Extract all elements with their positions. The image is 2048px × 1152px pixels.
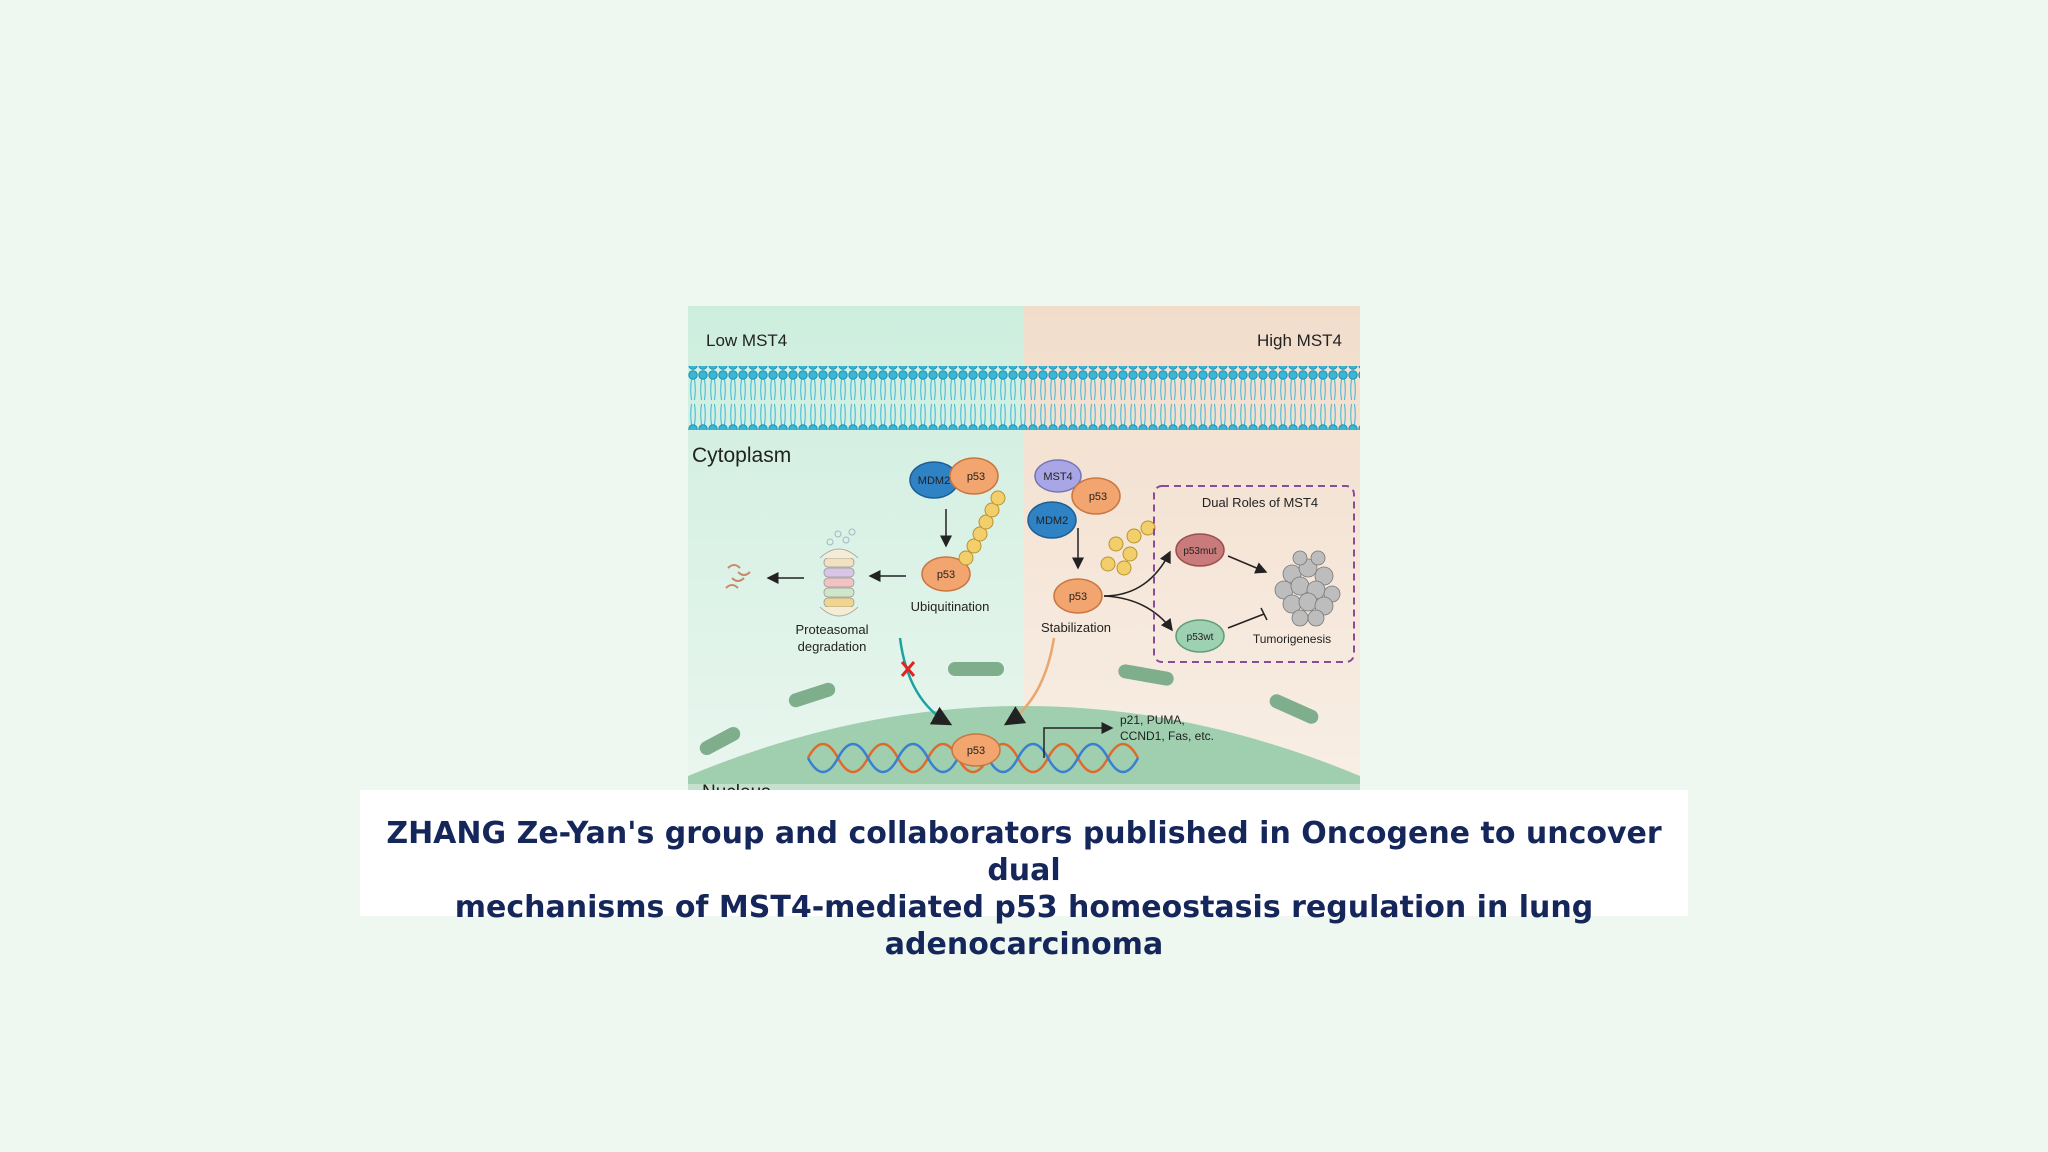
p53-wildtype: p53wt xyxy=(1175,619,1225,653)
caption-line-1: ZHANG Ze-Yan's group and collaborators p… xyxy=(386,816,1662,888)
tumorigenesis-label: Tumorigenesis xyxy=(1253,632,1331,646)
promotes-arrow xyxy=(1227,555,1268,574)
transcription-arrow xyxy=(1043,722,1114,758)
free-ub-cluster xyxy=(1100,520,1156,576)
p53-label-left-top: p53 xyxy=(967,471,985,483)
mst4-label: MST4 xyxy=(1043,471,1072,483)
block-x-icon xyxy=(900,661,916,677)
proteasomal-label: Proteasomal xyxy=(796,622,869,637)
mdm2-label-right: MDM2 xyxy=(1036,515,1068,527)
caption-line-2: mechanisms of MST4-mediated p53 homeosta… xyxy=(454,890,1594,962)
ubiquitination-label: Ubiquitination xyxy=(911,599,990,614)
blocked-translocation-arrow xyxy=(898,637,953,726)
dual-roles-box xyxy=(1153,485,1355,663)
arrow-to-p53mut xyxy=(1103,550,1171,597)
proteasome xyxy=(819,548,859,617)
degradation-label: degradation xyxy=(798,639,867,654)
p53mut-label: p53mut xyxy=(1183,546,1217,557)
translocation-arrow xyxy=(1003,637,1056,726)
target-genes-line2: CCND1, Fas, etc. xyxy=(1120,729,1214,743)
nucleus xyxy=(688,706,1360,802)
p53-label-stabilized: p53 xyxy=(1069,591,1087,603)
p53-mutant: p53mut xyxy=(1175,533,1225,567)
nuclear-p53: p53 xyxy=(951,733,1001,767)
p53-label-nuclear: p53 xyxy=(967,745,985,757)
mdm2-label-left: MDM2 xyxy=(918,475,950,487)
pathway-diagram: Low MST4 High MST4 Cytoplasm Nucleus MDM… xyxy=(688,306,1360,802)
tumor-cluster xyxy=(1274,550,1341,627)
stabilized-p53: p53 xyxy=(1053,578,1103,614)
panel-label-low: Low MST4 xyxy=(706,331,787,350)
pathway-figure: Low MST4 High MST4 Cytoplasm Nucleus MDM… xyxy=(688,306,1360,802)
peptide-dots xyxy=(826,528,856,546)
inhibits-arrow xyxy=(1227,607,1268,629)
news-caption: ZHANG Ze-Yan's group and collaborators p… xyxy=(360,790,1688,962)
p53wt-label: p53wt xyxy=(1187,632,1214,643)
mst4-mdm2-p53-complex: MST4 p53 MDM2 xyxy=(1027,459,1121,539)
target-genes-line1: p21, PUMA, xyxy=(1120,713,1185,727)
mdm2-p53-complex-left: MDM2 p53 xyxy=(909,457,999,499)
ubiquitinated-p53: p53 xyxy=(921,490,1006,592)
ub-chain-left xyxy=(958,490,1006,566)
dual-roles-label: Dual Roles of MST4 xyxy=(1202,495,1318,510)
stabilization-label: Stabilization xyxy=(1041,620,1111,635)
panel-label-high: High MST4 xyxy=(1257,331,1342,350)
p53-label-right-top: p53 xyxy=(1089,491,1107,503)
peptide-fragments xyxy=(725,564,751,589)
cytoplasm-label: Cytoplasm xyxy=(692,444,791,467)
cell-membrane xyxy=(688,366,1360,430)
nuclear-pores xyxy=(699,662,1319,756)
arrow-to-p53wt xyxy=(1103,595,1173,632)
p53-label-ub: p53 xyxy=(937,569,955,581)
